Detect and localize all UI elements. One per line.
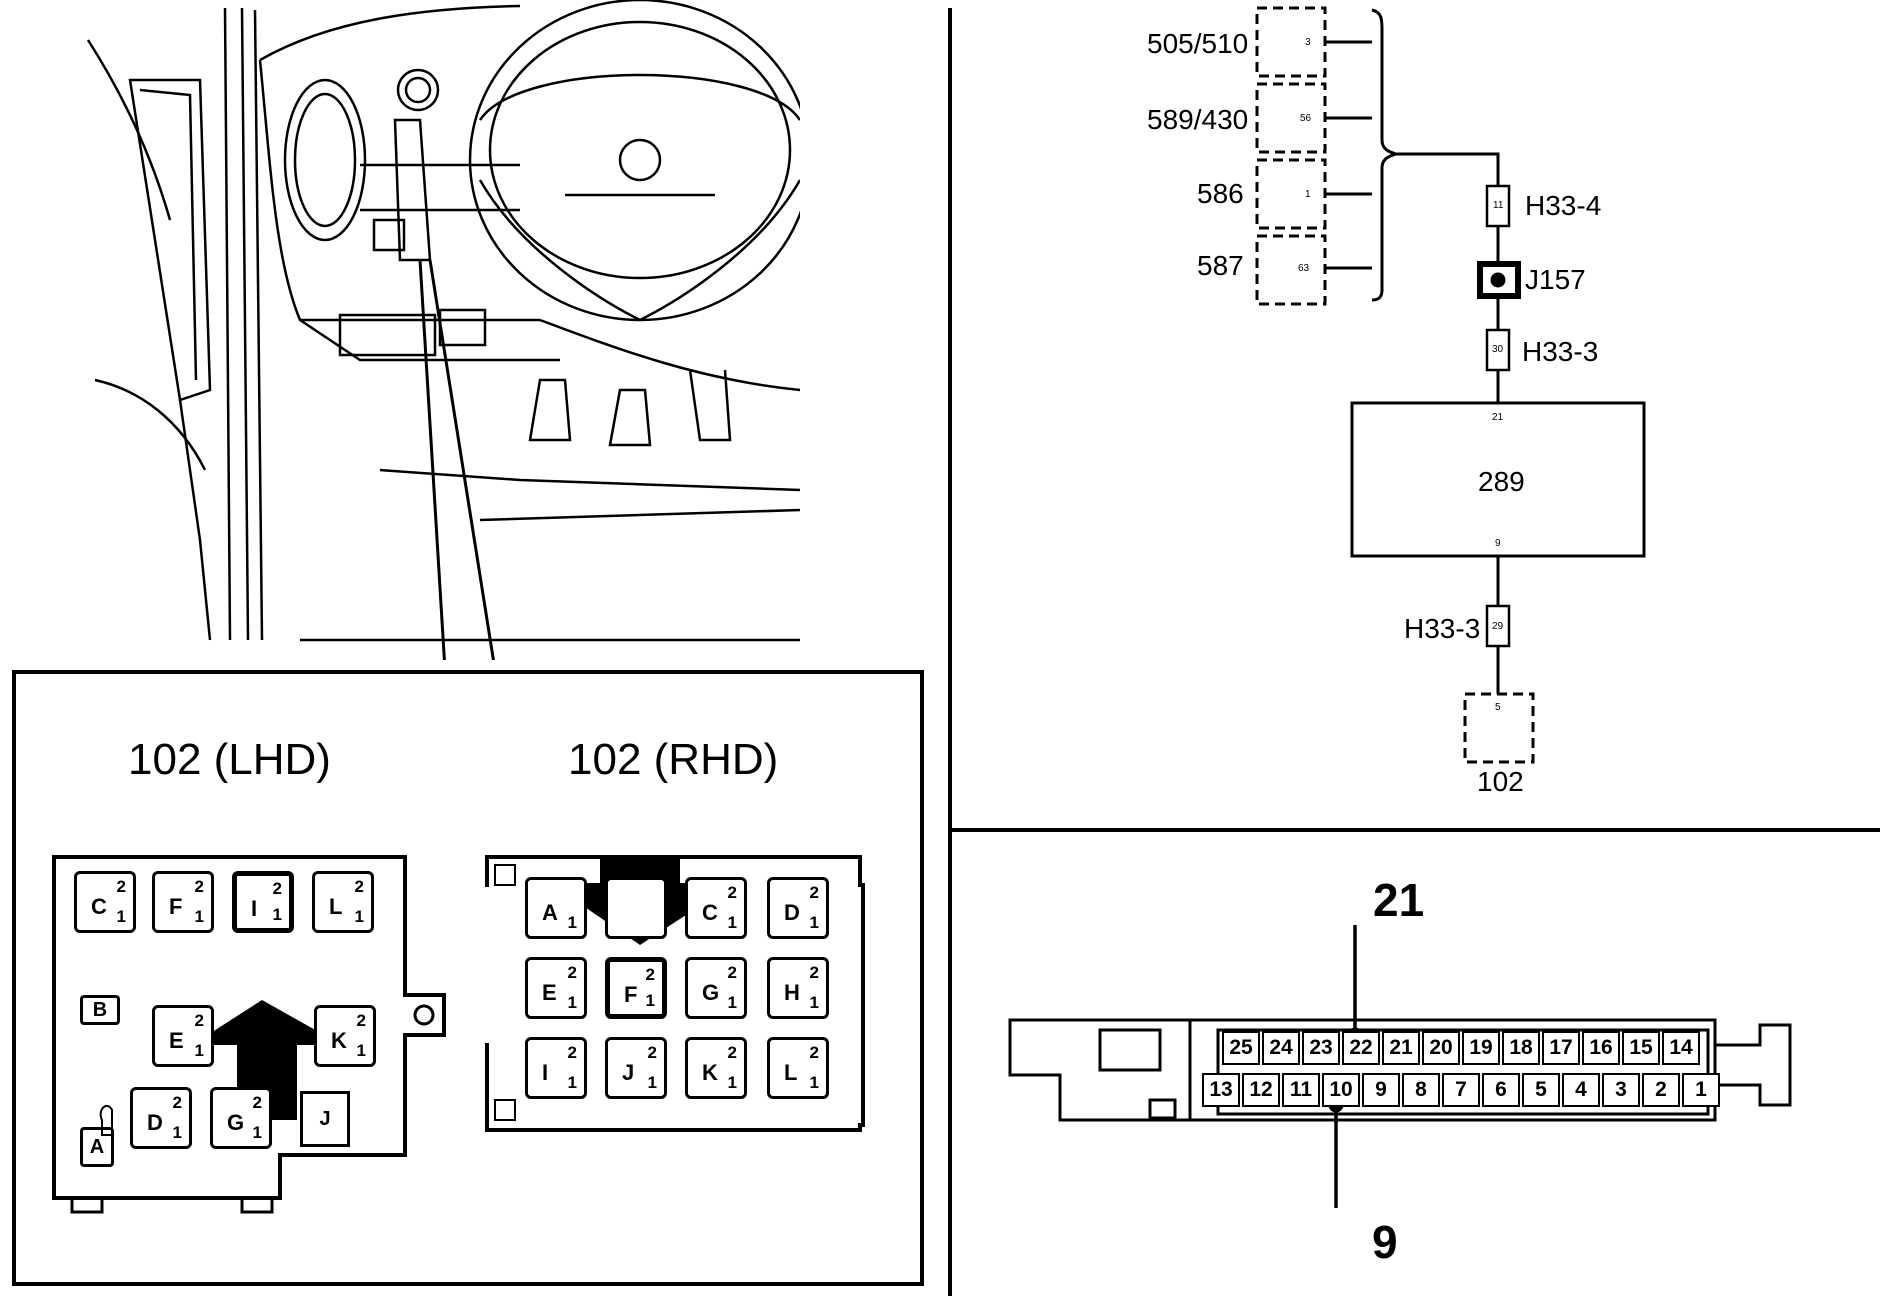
- connector-pin-10: 10: [1322, 1073, 1360, 1107]
- lhd-slot-a: A: [80, 1127, 114, 1167]
- connector-h33-3-label: H33-3: [1522, 336, 1599, 367]
- component-586-pin: 1: [1305, 189, 1311, 200]
- connector-h33-3-low-label: H33-3: [1404, 613, 1481, 644]
- connector-h33-4-pin: 11: [1493, 200, 1504, 211]
- module-pin-top: 21: [1492, 412, 1504, 423]
- lhd-slot-j: J: [300, 1091, 350, 1147]
- callout-pin-21: 21: [1373, 874, 1425, 926]
- connector-pin-18: 18: [1502, 1031, 1540, 1065]
- component-505-510-pin: 3: [1305, 37, 1311, 48]
- module-289-label: 289: [1478, 466, 1525, 497]
- connector-pin-24: 24: [1262, 1031, 1300, 1065]
- connector-pin-3: 3: [1602, 1073, 1640, 1107]
- component-587-pin: 63: [1298, 263, 1310, 274]
- dashboard-illustration: [86, 0, 800, 660]
- connector-pin-11: 11: [1282, 1073, 1320, 1107]
- fusebox-frame: [12, 670, 924, 1286]
- lhd-slot-b: B: [80, 995, 120, 1025]
- connector-pin-15: 15: [1622, 1031, 1660, 1065]
- junction-j157-label: J157: [1525, 264, 1586, 295]
- callout-pin-9: 9: [1372, 1216, 1398, 1268]
- rhd-fuse-b[interactable]: [605, 877, 667, 939]
- component-589-430-pin: 56: [1300, 113, 1312, 124]
- connector-pin-19: 19: [1462, 1031, 1500, 1065]
- connector-pin-17: 17: [1542, 1031, 1580, 1065]
- connector-pin-5: 5: [1522, 1073, 1560, 1107]
- connector-pin-2: 2: [1642, 1073, 1680, 1107]
- connector-pin-16: 16: [1582, 1031, 1620, 1065]
- connector-outline: [1008, 925, 1792, 1208]
- vertical-divider: [948, 8, 952, 1296]
- connector-pin-21: 21: [1382, 1031, 1420, 1065]
- component-587-label: 587: [1197, 250, 1244, 281]
- rhd-title: 102 (RHD): [568, 735, 779, 784]
- fusebox-102-pin: 5: [1495, 702, 1501, 713]
- component-505-510-label: 505/510: [1147, 28, 1249, 59]
- connector-pin-22: 22: [1342, 1031, 1380, 1065]
- horizontal-divider: [950, 828, 1880, 832]
- lhd-fusebox-outline: [52, 855, 446, 1214]
- connector-pin-23: 23: [1302, 1031, 1340, 1065]
- component-586-label: 586: [1197, 178, 1244, 209]
- lhd-title: 102 (LHD): [128, 735, 331, 784]
- connector-h33-4-label: H33-4: [1525, 190, 1602, 221]
- connector-pin-13: 13: [1202, 1073, 1240, 1107]
- connector-pin-8: 8: [1402, 1073, 1440, 1107]
- connector-pin-1: 1: [1682, 1073, 1720, 1107]
- connector-pin-20: 20: [1422, 1031, 1460, 1065]
- connector-pin-7: 7: [1442, 1073, 1480, 1107]
- fusebox-102-label: 102: [1477, 766, 1524, 797]
- connector-pin-12: 12: [1242, 1073, 1280, 1107]
- connector-pin-9: 9: [1362, 1073, 1400, 1107]
- connector-pin-4: 4: [1562, 1073, 1600, 1107]
- connector-pin-6: 6: [1482, 1073, 1520, 1107]
- module-pin-bottom: 9: [1495, 538, 1501, 549]
- schematic-wiring: [1255, 6, 1646, 764]
- connector-h33-3-low-pin: 29: [1492, 621, 1504, 632]
- connector-pin-25: 25: [1222, 1031, 1260, 1065]
- component-589-430-label: 589/430: [1147, 104, 1249, 135]
- connector-pin-14: 14: [1662, 1031, 1700, 1065]
- connector-h33-3-pin: 30: [1492, 344, 1504, 355]
